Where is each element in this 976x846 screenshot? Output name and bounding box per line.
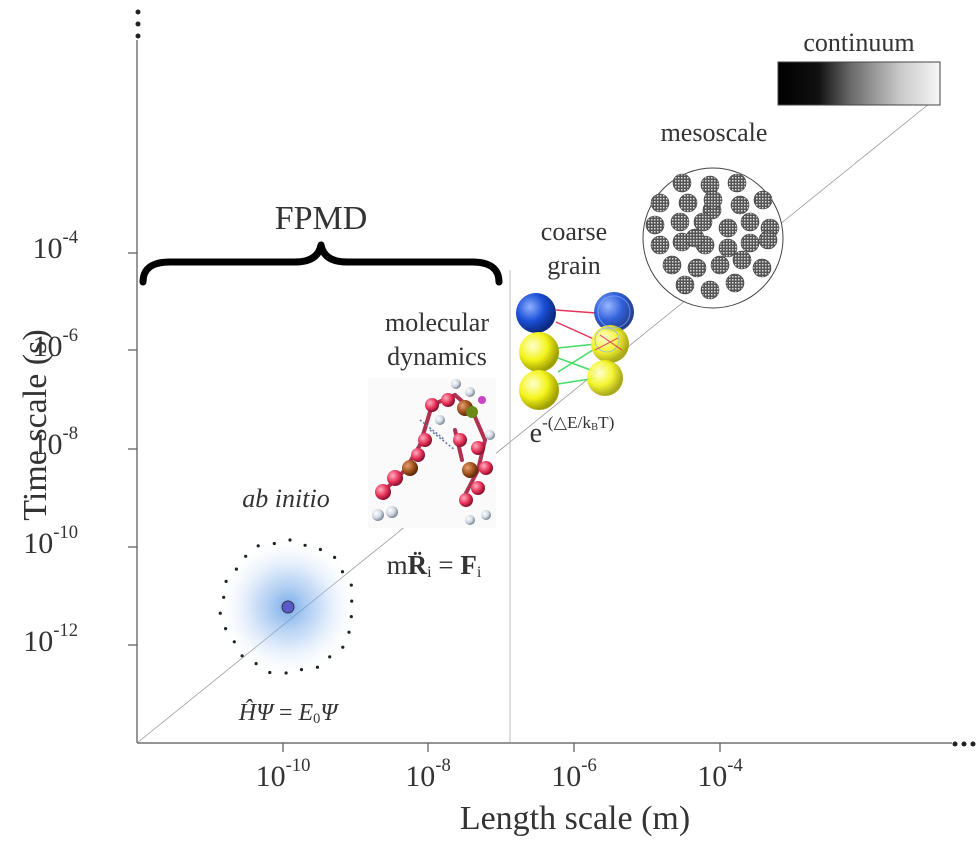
meso-particle (703, 190, 723, 210)
meso-particle (693, 212, 713, 232)
mesoscale-particles (645, 173, 780, 300)
meso-particle (672, 173, 692, 193)
electron-dot (232, 640, 236, 644)
y-tick-label-1e-6: 10-6 (32, 325, 79, 363)
electron-dot (340, 570, 345, 574)
mesoscale-label: mesoscale (660, 118, 768, 147)
y-tick-label-1e-8: 10-8 (32, 423, 79, 461)
coarse-grain-line2: grain (547, 251, 601, 280)
x-tick-label-1e-4: 10-4 (697, 755, 743, 793)
electron-dot (224, 627, 228, 631)
continuum-gradient-bar (777, 61, 941, 106)
y-tick-label-1e-12: 10-12 (23, 620, 78, 658)
electron-dot (349, 583, 353, 587)
meso-particle (685, 228, 705, 248)
x-axis-title: Length scale (m) (459, 800, 691, 837)
meso-particle (718, 218, 738, 238)
meso-particle (740, 233, 760, 253)
x-tick-label-1e-10: 10-10 (255, 755, 311, 793)
electron-dot (268, 670, 272, 675)
molecular-dynamics-line1: molecular (385, 308, 489, 337)
molecular-dynamics-line2: dynamics (387, 342, 487, 371)
molecular-dynamics-label: molecular dynamics (385, 306, 489, 374)
x-tick-label-1e-8: 10-8 (405, 755, 451, 793)
electron-dot (222, 595, 226, 599)
meso-particle (678, 193, 698, 213)
molecule-illustration (368, 378, 496, 528)
y-tick-label-1e-10: 10-10 (23, 522, 78, 560)
x-tick-label-1e-6: 10-6 (551, 755, 597, 793)
meso-particle (710, 255, 730, 275)
electron-dot (347, 630, 351, 634)
electron-dot (254, 662, 258, 666)
coarse-grain-line1: coarse (540, 217, 608, 246)
newton-equation: mR̈i = Fi (386, 550, 482, 582)
meso-particle (675, 275, 695, 295)
coarse-grain-illustration (516, 292, 634, 410)
electron-dot (303, 543, 307, 547)
ab-initio-label: ab initio (242, 484, 330, 513)
electron-dot (299, 668, 304, 672)
meso-particle (727, 173, 747, 193)
boltzmann-factor: e-(△E/kBT) (529, 413, 615, 449)
electron-dot (234, 567, 238, 571)
meso-particle (718, 238, 738, 258)
electron-dot (256, 544, 260, 548)
electron-dot (350, 599, 354, 603)
meso-particle (700, 280, 720, 300)
ab-initio-gaussian (216, 535, 360, 679)
electron-dot (272, 541, 276, 546)
electron-dot (349, 615, 353, 619)
meso-particle (645, 215, 665, 235)
meso-particle (730, 195, 750, 215)
meso-particle (752, 258, 772, 278)
meso-particle (732, 250, 752, 270)
coarse-grain-label: coarse grain (541, 215, 607, 283)
y-axis-ticks (128, 252, 137, 646)
x-axis-continuation (952, 741, 976, 747)
meso-particle (650, 235, 670, 255)
meso-particle (662, 255, 682, 275)
electron-dot (315, 665, 319, 669)
y-axis-title: Time scale (s) (17, 329, 54, 521)
electron-dot (244, 554, 248, 558)
electron-dot-ring (218, 538, 354, 675)
meso-particle (740, 212, 760, 232)
electron-dot (318, 547, 322, 552)
electron-dot (333, 555, 337, 560)
x-axis-ticks (282, 743, 721, 752)
electron-dot (328, 655, 332, 659)
y-axis-continuation (135, 9, 141, 39)
electron-dot (284, 671, 288, 675)
nucleus (281, 600, 295, 614)
schrodinger-equation: ĤΨ = E0Ψ (238, 700, 338, 727)
meso-particle (687, 258, 707, 278)
meso-particle (670, 212, 690, 232)
fpmd-brace (139, 241, 503, 286)
meso-particle (758, 230, 778, 250)
fpmd-label: FPMD (274, 200, 368, 237)
meso-particle (650, 193, 670, 213)
electron-dot (288, 538, 292, 542)
continuum-label: continuum (803, 28, 915, 57)
electron-dot (240, 654, 244, 658)
meso-particle (753, 190, 773, 210)
electron-dot (224, 579, 228, 584)
meso-particle (725, 273, 745, 293)
mesoscale-illustration (642, 167, 784, 309)
y-tick-label-1e-4: 10-4 (32, 227, 79, 265)
electron-dot (341, 645, 345, 649)
electron-dot (218, 611, 222, 615)
